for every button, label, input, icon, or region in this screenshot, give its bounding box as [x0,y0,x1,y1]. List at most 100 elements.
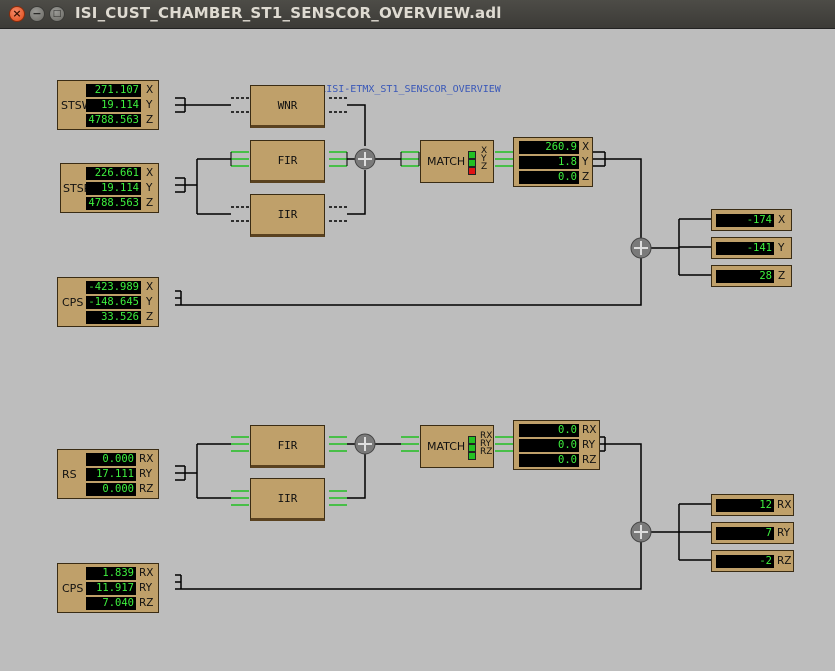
readout-rx: 0.000 [86,453,136,466]
axis-label: Y [146,296,153,308]
axis-label: Z [778,270,786,282]
readout-y: 1.8 [519,156,579,169]
readout-ry: 0.0 [519,439,579,452]
screen-header: H1ISI-ETMX_ST1_SENSCOR_OVERVIEW [314,84,501,95]
readout-ry: 17.111 [86,468,136,481]
axis-label: Z [146,311,154,323]
axis-label: Z [146,197,154,209]
match-led-rx [468,436,476,444]
sum-junction-icon [630,237,652,259]
axis-label: RY [480,439,492,449]
axis-label: Z [481,162,488,172]
readout-rz: 0.0 [519,454,579,467]
sensor-name: STSW [61,99,93,112]
match-led-ry [468,444,476,452]
sensor-name: RS [62,468,77,481]
axis-label: X [146,84,154,96]
readout-z: 33.526 [86,311,141,324]
match-block-rotation[interactable]: MATCH RX RY RZ [420,425,494,468]
filter-fir-rot-button[interactable]: FIR [250,425,325,468]
output-z-value: 28 [716,270,774,283]
output-y-value: -141 [716,242,774,255]
filter-fir-button[interactable]: FIR [250,140,325,183]
output-rz: -2 RZ [711,550,794,572]
readout-z: 4788.563 [86,197,141,210]
axis-label: X [146,281,154,293]
output-ry-value: 7 [716,527,774,540]
output-x-value: -174 [716,214,774,227]
sensor-box-stsw[interactable]: STSW 271.107 19.114 4788.563 X Y Z [57,80,159,130]
axis-label: X [481,146,488,156]
sensor-box-cps[interactable]: CPS -423.989 -148.645 33.526 X Y Z [57,277,159,327]
match-led-rz [468,452,476,460]
axis-label: X [582,141,590,153]
axis-label: RZ [777,555,792,567]
match-led-x [468,151,476,159]
axis-label: Y [582,156,589,168]
sensor-name: CPS [62,582,84,595]
axis-label: RZ [582,454,597,466]
axis-label: Y [146,182,153,194]
output-rz-value: -2 [716,555,774,568]
readout-x: 260.9 [519,141,579,154]
filter-iir-rot-button[interactable]: IIR [250,478,325,521]
axis-label: Y [481,154,487,164]
match-led-y [468,159,476,167]
axis-label: RX [139,567,154,579]
readout-ry: 11.917 [86,582,136,595]
sensor-name: CPS [62,296,84,309]
axis-label: RY [777,527,791,539]
match-output-translation: 260.9 1.8 0.0 X Y Z [513,137,593,187]
sum-junction-icon [630,521,652,543]
axis-label: RX [139,453,154,465]
titlebar: × − □ ISI_CUST_CHAMBER_ST1_SENSCOR_OVERV… [0,0,835,29]
medm-canvas: H1ISI-ETMX_ST1_SENSCOR_OVERVIEW [5,29,830,667]
output-ry: 7 RY [711,522,794,544]
axis-label: X [778,214,786,226]
axis-label: RX [777,499,792,511]
output-rx: 12 RX [711,494,794,516]
readout-x: -423.989 [86,281,141,294]
axis-label: RY [582,439,596,451]
match-output-rotation: 0.0 0.0 0.0 RX RY RZ [513,420,600,470]
readout-rz: 0.000 [86,483,136,496]
readout-rz: 7.040 [86,597,136,610]
sum-junction-icon [354,433,376,455]
maximize-button[interactable]: □ [49,6,65,22]
axis-label: Y [146,99,153,111]
axis-label: RX [480,431,493,441]
axis-label: X [146,167,154,179]
output-z: 28 Z [711,265,792,287]
sensor-name: STSP [63,182,91,195]
sensor-box-rs[interactable]: RS 0.000 17.111 0.000 RX RY RZ [57,449,159,499]
sum-junction-icon [354,148,376,170]
minimize-button[interactable]: − [29,6,45,22]
filter-wnr-button[interactable]: WNR [250,85,325,128]
readout-x: 271.107 [86,84,141,97]
readout-rx: 1.839 [86,567,136,580]
close-button[interactable]: × [9,6,25,22]
output-rx-value: 12 [716,499,774,512]
filter-iir-button[interactable]: IIR [250,194,325,237]
axis-label: RZ [480,447,493,457]
output-x: -174 X [711,209,792,231]
sensor-box-stsp[interactable]: STSP 226.661 19.114 4788.563 X Y Z [60,163,159,213]
readout-y: 19.114 [86,99,141,112]
axis-label: Z [582,171,590,183]
axis-label: RZ [139,597,154,609]
readout-y: -148.645 [86,296,141,309]
sensor-box-cps-rot[interactable]: CPS 1.839 11.917 7.040 RX RY RZ [57,563,159,613]
readout-x: 226.661 [86,167,141,180]
match-label: MATCH [427,440,466,453]
readout-y: 19.114 [86,182,141,195]
readout-rx: 0.0 [519,424,579,437]
match-led-z [468,167,476,175]
window-title: ISI_CUST_CHAMBER_ST1_SENSCOR_OVERVIEW.ad… [75,4,502,22]
axis-label: RY [139,582,153,594]
axis-label: Z [146,114,154,126]
axis-label: RX [582,424,597,436]
match-label: MATCH [427,155,466,168]
match-block-translation[interactable]: MATCH X Y Z [420,140,494,183]
readout-z: 0.0 [519,171,579,184]
